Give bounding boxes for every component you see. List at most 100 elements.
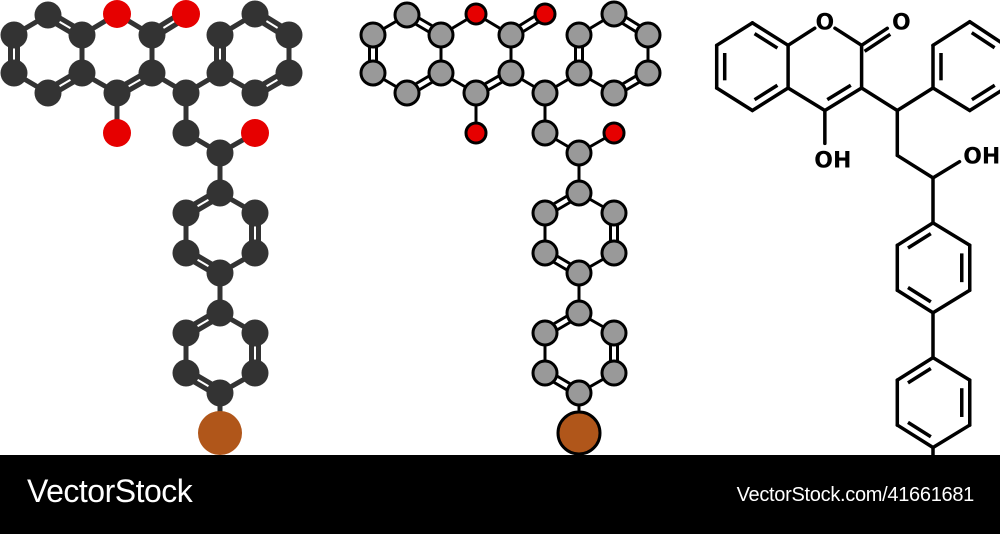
bond [895, 288, 935, 315]
carbon-atom [565, 379, 593, 407]
oxygen-atom [533, 2, 557, 26]
oxygen-atom [464, 121, 488, 145]
carbon-atom [172, 359, 200, 387]
footer-bar: VectorStock VectorStock.com/41661681 [0, 455, 1000, 534]
carbon-atom [531, 319, 559, 347]
carbon-atom [600, 0, 628, 28]
carbon-atom [206, 59, 234, 87]
double-bond-inner [970, 83, 996, 102]
carbon-atom [600, 319, 628, 347]
carbon-atom [206, 21, 234, 49]
carbon-atom [0, 59, 28, 87]
carbon-atom [34, 79, 62, 107]
label-carbonyl-oxygen: O [892, 11, 911, 36]
double-bond-inner [753, 32, 779, 50]
bond [895, 423, 935, 450]
carbon-atom [241, 0, 269, 28]
carbon-atom [359, 21, 387, 49]
bond [786, 86, 827, 113]
carbon-atom [462, 79, 490, 107]
carbon-atom [206, 179, 234, 207]
image-reference: VectorStock.com/41661681 [736, 484, 975, 506]
bond [931, 221, 972, 248]
carbon-atom [634, 59, 662, 87]
carbon-atom [497, 21, 525, 49]
oxygen-atom [103, 119, 131, 147]
carbon-atom [103, 79, 131, 107]
carbon-atom [68, 59, 96, 87]
carbon-atom [206, 299, 234, 327]
carbon-atom [531, 239, 559, 267]
carbon-atom [600, 239, 628, 267]
carbon-atom [565, 59, 593, 87]
carbon-atom [275, 59, 303, 87]
double-bond-inner [907, 286, 932, 304]
double-bond-inner [826, 83, 852, 102]
carbon-atom [172, 119, 200, 147]
carbon-atom [138, 21, 166, 49]
carbon-atom [138, 59, 166, 87]
carbon-atom [241, 239, 269, 267]
carbon-atom [497, 59, 525, 87]
double-bond-inner [907, 366, 932, 385]
bond [931, 288, 972, 315]
ball-and-stick-model-dark [0, 0, 303, 455]
carbon-atom [241, 79, 269, 107]
carbon-atom [565, 259, 593, 287]
bond [859, 86, 900, 113]
carbon-atom [393, 79, 421, 107]
bond [714, 86, 755, 113]
carbon-atom [206, 379, 234, 407]
carbon-atom [275, 21, 303, 49]
bromine-atom [198, 411, 242, 455]
bond [750, 21, 790, 48]
carbon-atom [0, 21, 28, 49]
carbon-atom [634, 21, 662, 49]
carbon-atom [565, 139, 593, 167]
carbon-atom [172, 79, 200, 107]
bond [833, 26, 864, 48]
double-bond-inner [907, 420, 932, 439]
carbon-atom [172, 319, 200, 347]
carbon-atom [565, 179, 593, 207]
carbon-atom [427, 59, 455, 87]
carbon-atom [427, 21, 455, 49]
carbon-atom [531, 359, 559, 387]
carbon-atom [206, 259, 234, 287]
molecule-structures: O O OH OH Br [0, 0, 1000, 460]
bond [895, 221, 935, 248]
carbon-atom [34, 1, 62, 29]
bond [823, 86, 864, 113]
carbon-atom [393, 1, 421, 29]
oxygen-atom [241, 119, 269, 147]
oxygen-atom [172, 0, 200, 28]
bond [895, 355, 935, 382]
carbon-atom [531, 199, 559, 227]
double-bond-inner [970, 31, 996, 50]
carbon-atom [600, 79, 628, 107]
label-ring-oxygen: O [815, 11, 834, 36]
bond [714, 21, 755, 48]
carbon-atom [600, 359, 628, 387]
bond [931, 423, 972, 450]
bond [931, 159, 962, 180]
bond [931, 19, 972, 48]
oxygen-atom [464, 2, 488, 26]
carbon-atom [565, 21, 593, 49]
bond [931, 86, 972, 113]
double-bond-inner [753, 83, 779, 102]
bond [786, 26, 817, 48]
label-enol-hydroxyl: OH [814, 148, 851, 173]
bond [931, 355, 972, 382]
carbon-atom [68, 21, 96, 49]
brand-logo: VectorStock [27, 473, 193, 509]
skeletal-formula: O O OH OH Br [714, 11, 1000, 460]
carbon-atom [172, 199, 200, 227]
double-bond-inner [907, 232, 932, 250]
double-bond [863, 32, 892, 53]
carbon-atom [565, 299, 593, 327]
bond [895, 86, 935, 113]
bond [750, 86, 790, 113]
carbon-atom [241, 359, 269, 387]
